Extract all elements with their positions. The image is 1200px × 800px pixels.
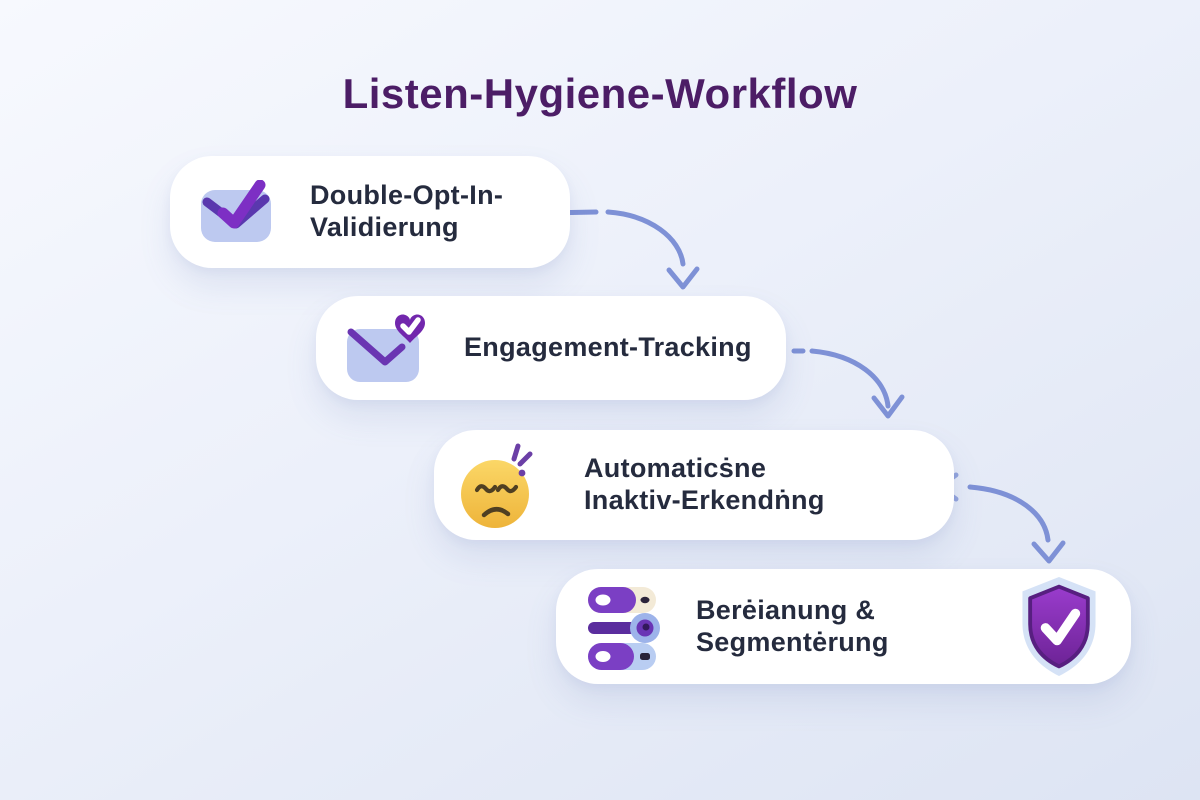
- workflow-step-inactive-detection: Automaticṡne Inaktiv-Erkendṅng: [434, 430, 954, 540]
- sliders-icon: [582, 581, 666, 673]
- flow-arrow-3: [936, 472, 1066, 564]
- step-label: Automaticṡne Inaktiv-Erkendṅng: [584, 453, 825, 516]
- step-label: Berėianung & Segmentėrung: [696, 595, 889, 658]
- workflow-step-engagement-tracking: Engagement-Tracking: [316, 296, 786, 400]
- step-label: Engagement-Tracking: [464, 332, 752, 364]
- step-label: Double-Opt-In- Validierung: [310, 180, 503, 243]
- step-label-line: Automaticṡne: [584, 453, 767, 484]
- step-label-line: Double-Opt-In-: [310, 180, 504, 211]
- sad-face-emoji-icon: [458, 438, 544, 532]
- workflow-step-double-opt-in: Double-Opt-In- Validierung: [170, 156, 570, 268]
- step-label-line: Engagement-Tracking: [464, 332, 752, 363]
- envelope-heart-icon: [344, 311, 432, 385]
- step-label-line: Berėianung &: [696, 594, 876, 625]
- step-label-line: Segmentėrung: [696, 626, 889, 657]
- page-title: Listen-Hygiene-Workflow: [342, 70, 858, 117]
- flow-arrow-2: [763, 336, 905, 419]
- shield-check-icon: [1009, 573, 1109, 681]
- workflow-step-cleanup-segmentation: Berėianung & Segmentėrung: [556, 569, 1131, 684]
- step-label-line: Inaktiv-Erkendṅng: [584, 485, 825, 515]
- step-label-line: Validierung: [310, 212, 459, 242]
- envelope-check-icon: [198, 180, 274, 244]
